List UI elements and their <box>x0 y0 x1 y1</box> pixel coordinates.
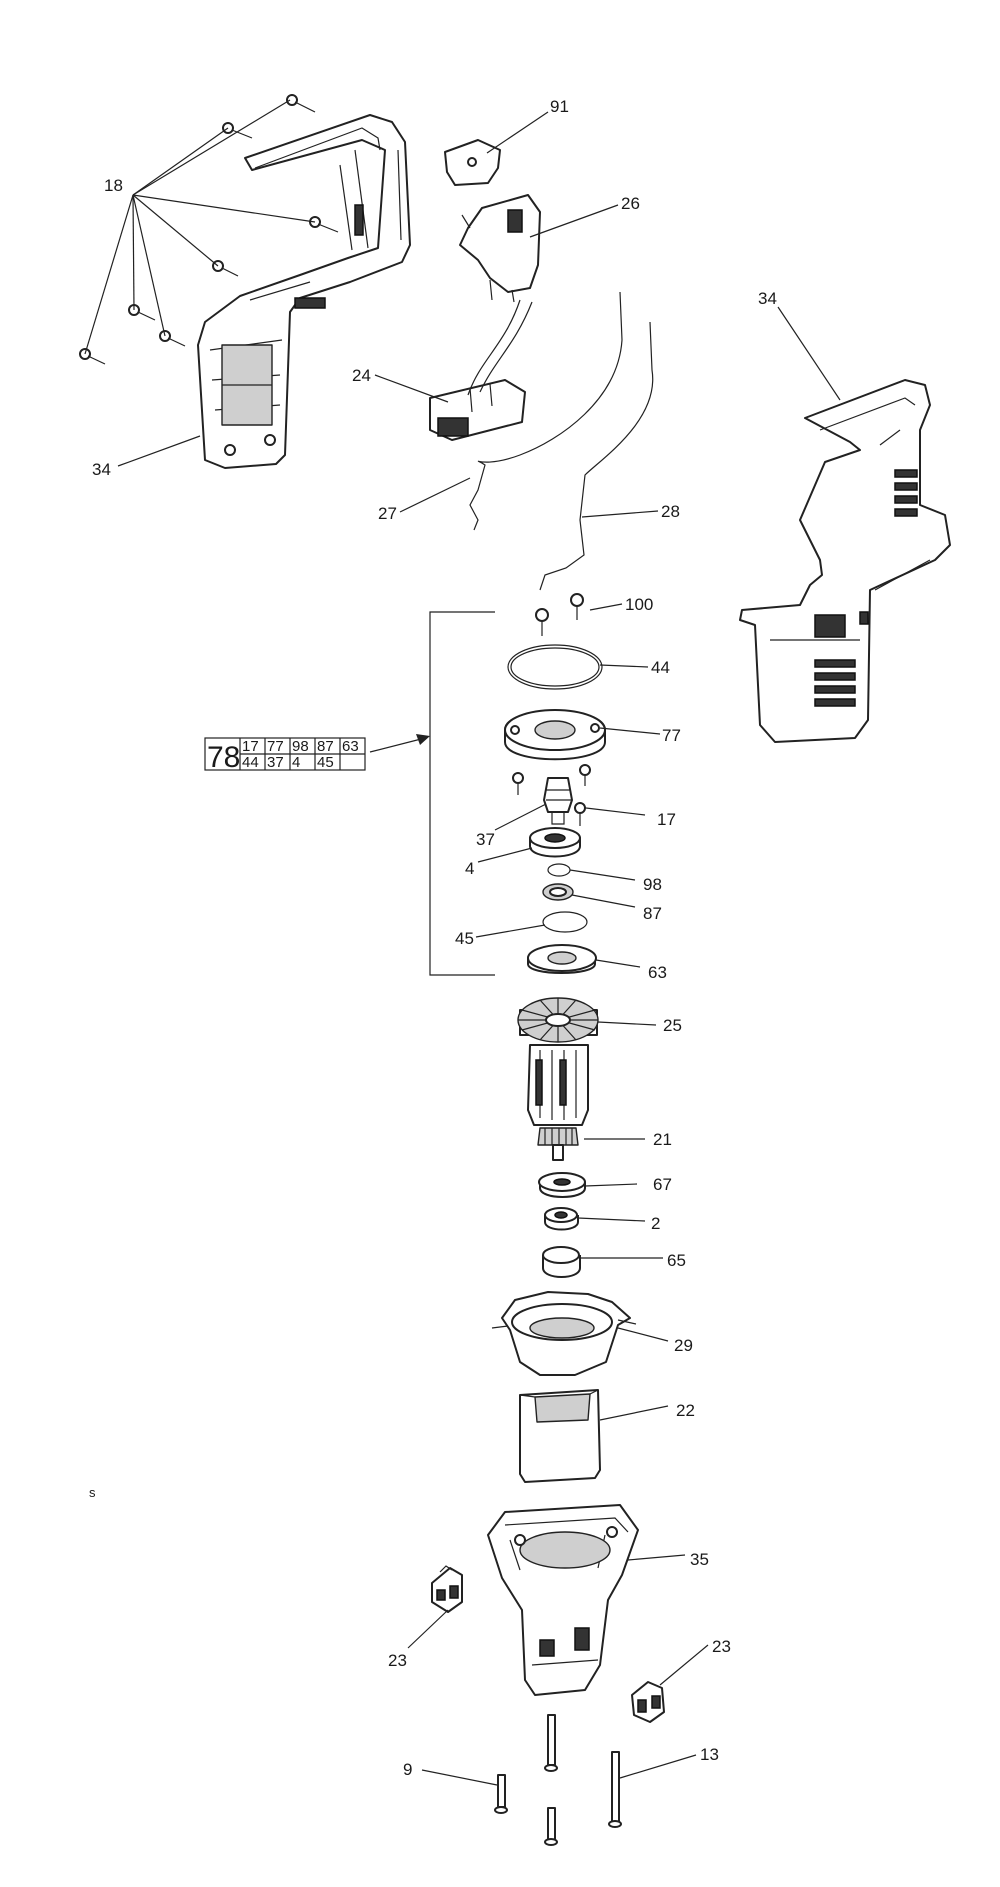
right-housing-half <box>739 379 951 743</box>
o-ring-45 <box>542 911 588 933</box>
kit-cell: 87 <box>317 738 334 755</box>
callout-9: 9 <box>403 1760 412 1779</box>
kit-cell: 4 <box>292 754 300 771</box>
switch-cover-91 <box>444 139 501 186</box>
callout-labels: 91 18 26 34 34 24 27 28 100 44 77 37 17 … <box>89 97 777 1779</box>
callout-2: 2 <box>651 1214 660 1233</box>
bearing-2 <box>544 1207 579 1231</box>
motor-housing-35 <box>487 1504 639 1696</box>
callout-13: 13 <box>700 1745 719 1764</box>
brush-holder-23-left <box>431 1565 463 1613</box>
kit-number: 78 <box>207 741 240 774</box>
bearing-4 <box>529 827 581 858</box>
kit-bracket <box>369 611 495 976</box>
kit-cell: 98 <box>292 738 309 755</box>
screws-17 <box>512 764 591 826</box>
screws-100 <box>535 593 584 636</box>
kit-cell: 77 <box>267 738 284 755</box>
callout-23: 23 <box>712 1637 731 1656</box>
kit-table-78: 78 17 77 98 87 63 44 37 4 45 <box>204 737 366 774</box>
switch-26 <box>459 194 541 303</box>
washer-98 <box>547 863 571 877</box>
callout-24: 24 <box>352 366 371 385</box>
callout-37: 37 <box>476 830 495 849</box>
bearing-housing-77 <box>504 709 606 761</box>
callout-25: 25 <box>663 1016 682 1035</box>
lead-wire-28 <box>539 321 654 591</box>
o-ring-44 <box>507 644 603 690</box>
callout-65: 65 <box>667 1251 686 1270</box>
callout-29: 29 <box>674 1336 693 1355</box>
callout-100: 100 <box>625 595 653 614</box>
pinion-37 <box>543 777 573 825</box>
callout-98: 98 <box>643 875 662 894</box>
kit-cell: 17 <box>242 738 259 755</box>
callout-67: 67 <box>653 1175 672 1194</box>
brush-holder-23-right <box>631 1681 665 1723</box>
kit-cell: 37 <box>267 754 284 771</box>
callout-28: 28 <box>661 502 680 521</box>
leader-lines <box>84 99 841 1786</box>
kit-cell: 63 <box>342 738 359 755</box>
callout-44: 44 <box>651 658 670 677</box>
kit-cell: 44 <box>242 754 259 771</box>
callout-35: 35 <box>690 1550 709 1569</box>
bearing-sleeve-65 <box>542 1246 581 1278</box>
callout-45: 45 <box>455 929 474 948</box>
callout-23: 23 <box>388 1651 407 1670</box>
field-22 <box>519 1389 601 1483</box>
callout-63: 63 <box>648 963 667 982</box>
callout-87: 87 <box>643 904 662 923</box>
stray-mark: s <box>89 1485 96 1500</box>
armature-25-21 <box>517 997 599 1161</box>
callout-26: 26 <box>621 194 640 213</box>
callout-18: 18 <box>104 176 123 195</box>
lead-wire-27 <box>469 291 623 531</box>
callout-34: 34 <box>758 289 777 308</box>
callout-4: 4 <box>465 859 474 878</box>
seal-87 <box>542 883 574 901</box>
callout-77: 77 <box>662 726 681 745</box>
callout-34: 34 <box>92 460 111 479</box>
kit-cell: 45 <box>317 754 334 771</box>
left-housing-half <box>197 114 411 469</box>
screws-9 <box>494 1714 558 1846</box>
callout-27: 27 <box>378 504 397 523</box>
screw-13 <box>608 1751 622 1828</box>
plate-63 <box>527 944 597 974</box>
electronic-module-24 <box>429 299 533 441</box>
callout-17: 17 <box>657 810 676 829</box>
fan-guide-29 <box>491 1291 637 1376</box>
callout-91: 91 <box>550 97 569 116</box>
callout-21: 21 <box>653 1130 672 1149</box>
callout-22: 22 <box>676 1401 695 1420</box>
baffle-67 <box>538 1172 586 1198</box>
